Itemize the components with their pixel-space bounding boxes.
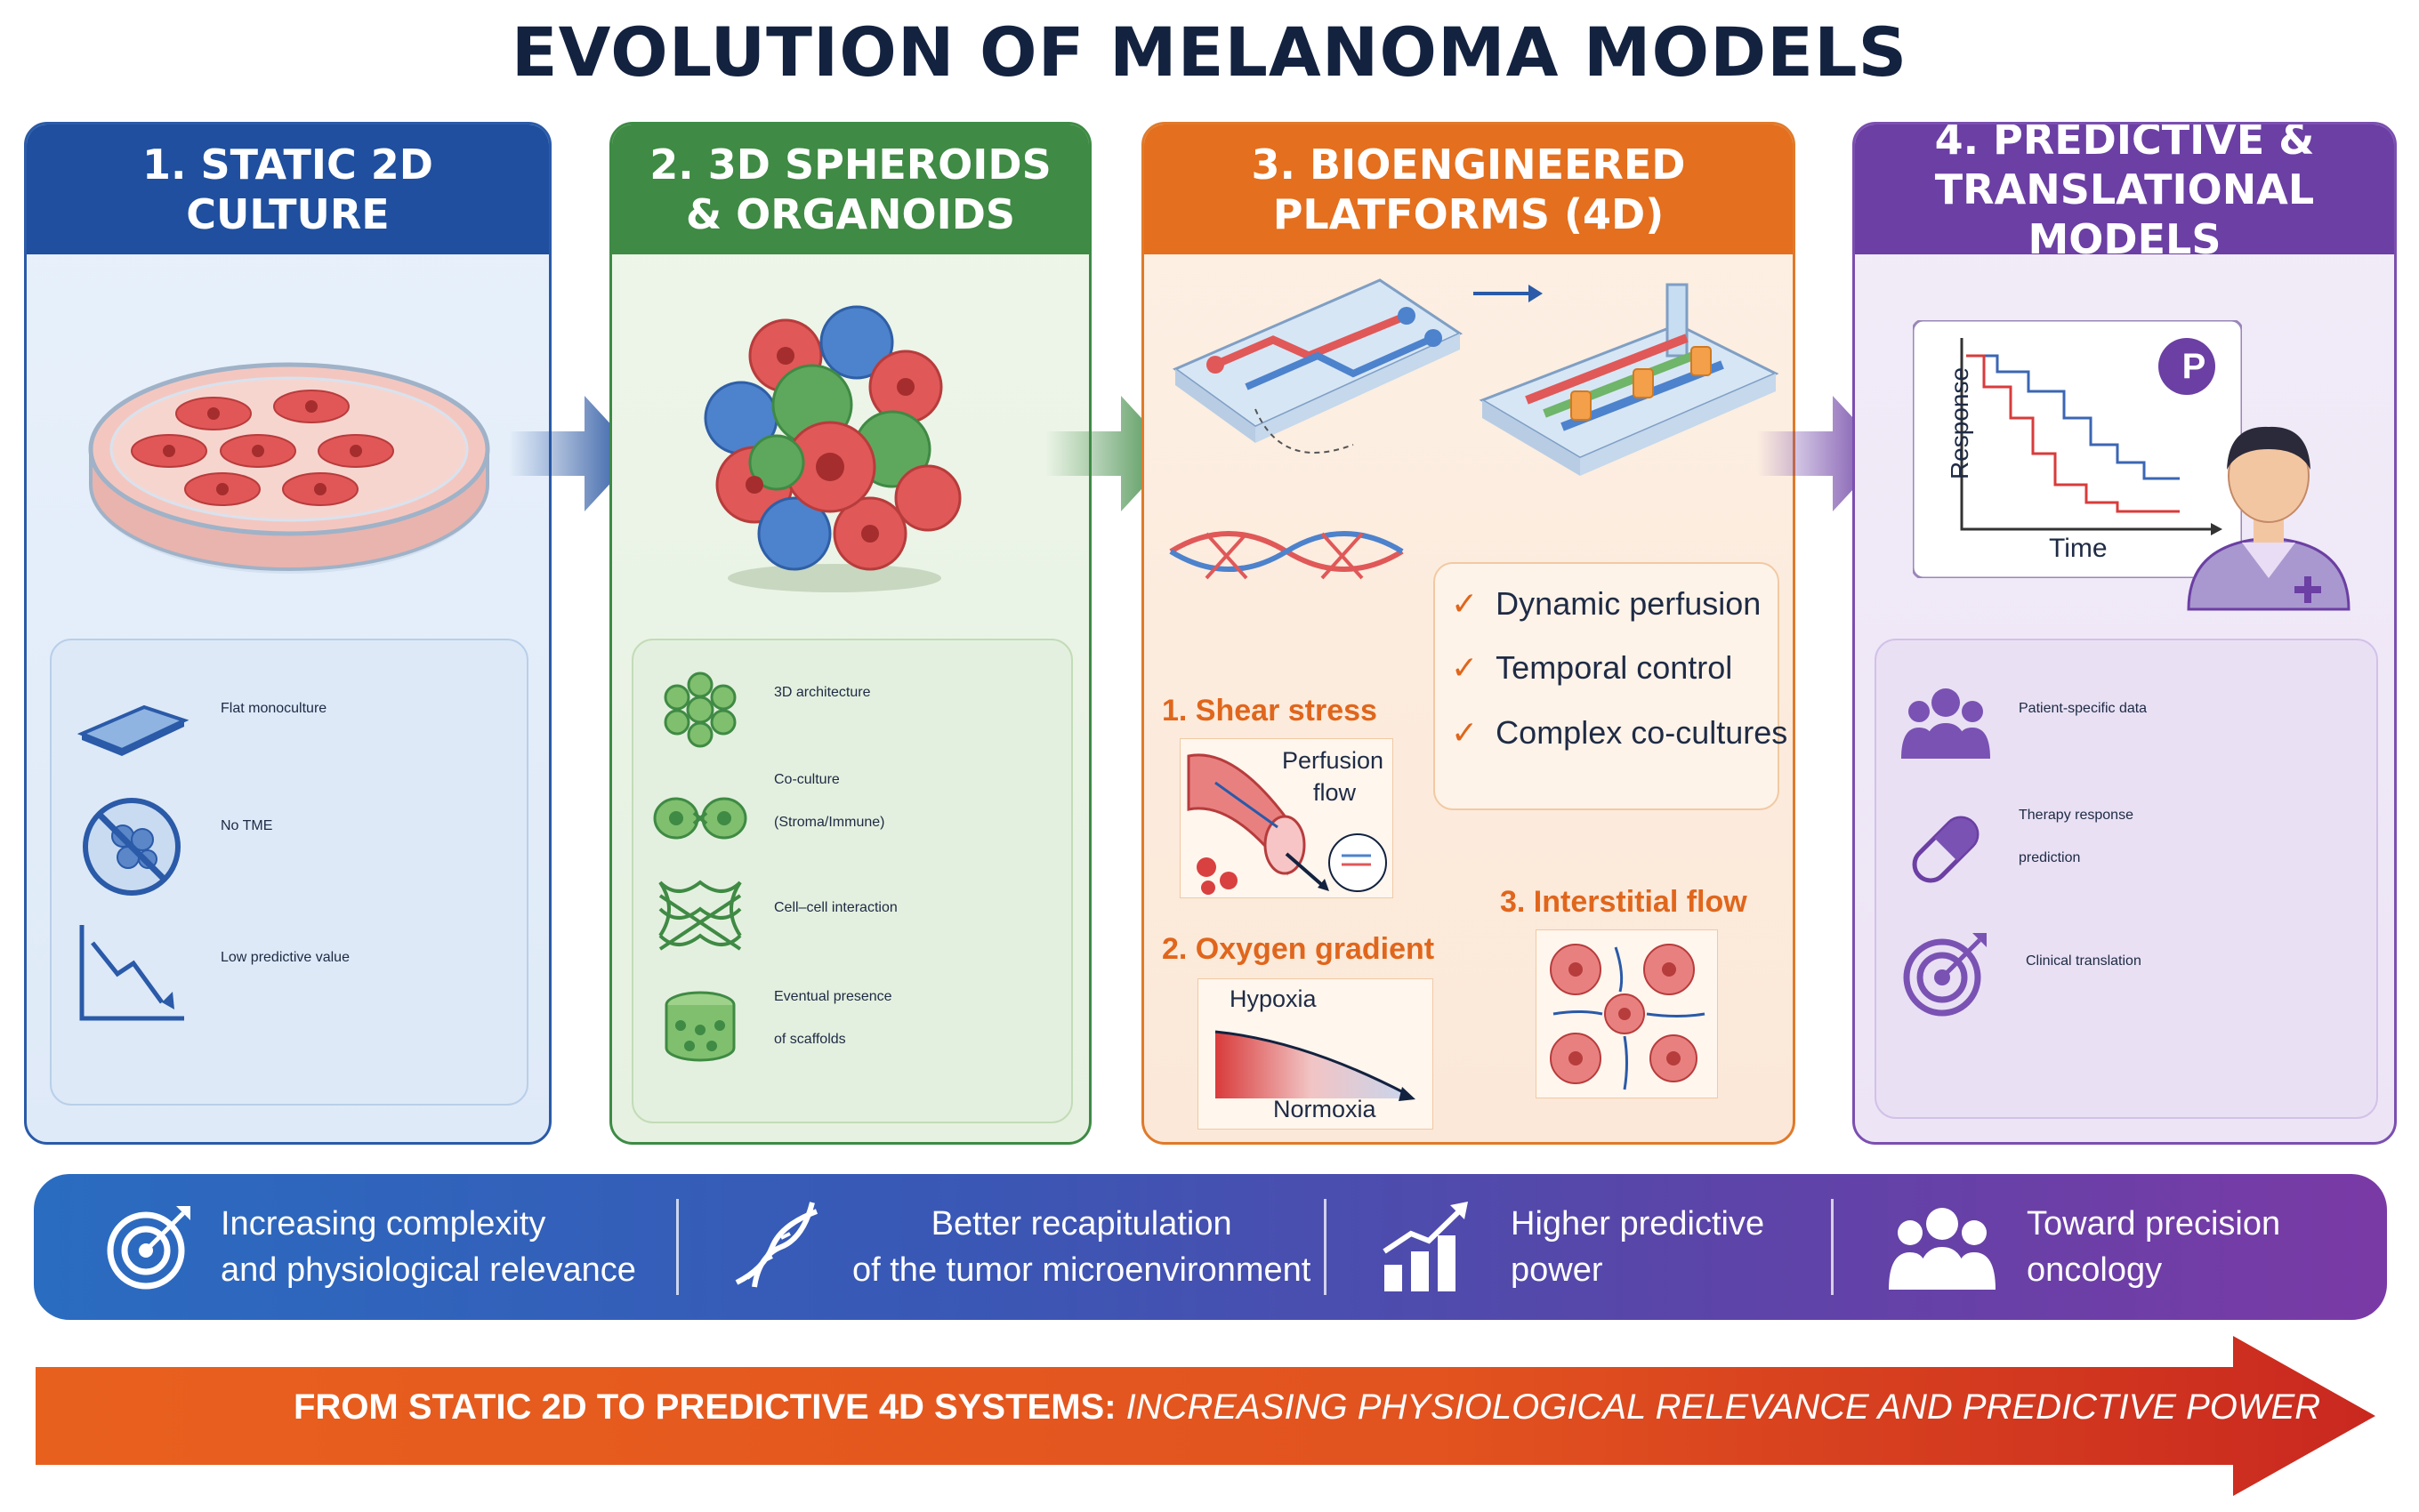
checklist-item: ✓ Dynamic perfusion bbox=[1451, 585, 1761, 623]
checklist-label: Complex co-cultures bbox=[1496, 714, 1788, 751]
band-divider bbox=[676, 1199, 679, 1295]
page-title: EVOLUTION OF MELANOMA MODELS bbox=[511, 12, 1908, 92]
normoxia-label: Normoxia bbox=[1273, 1096, 1376, 1122]
feature-box: Patient-specific data Therapy response p… bbox=[1875, 639, 2378, 1119]
patients-icon bbox=[1901, 688, 1990, 759]
microfluidic-chip-illustration bbox=[1172, 278, 1463, 454]
panel-title-line2: PLATFORMS (4D) bbox=[1272, 190, 1665, 238]
progression-caption: FROM STATIC 2D TO PREDICTIVE 4D SYSTEMS:… bbox=[294, 1387, 2321, 1427]
feature-label: Patient-specific data bbox=[2019, 701, 2148, 716]
feature-label: Co-culture bbox=[774, 772, 840, 787]
feature-label: No TME bbox=[221, 818, 273, 833]
panel-title-line1: 2. 3D SPHEROIDS bbox=[649, 141, 1052, 189]
response-graph bbox=[1913, 320, 2242, 578]
perfusion-label: Perfusion bbox=[1282, 747, 1384, 774]
hypoxia-label: Hypoxia bbox=[1230, 985, 1317, 1012]
panel-header: 2. 3D SPHEROIDS& ORGANOIDS bbox=[612, 125, 1089, 254]
progress-arrow-blue bbox=[509, 396, 638, 511]
checklist-item: ✓ Temporal control bbox=[1451, 649, 1732, 687]
petri-dish-illustration bbox=[88, 362, 490, 574]
mesh-icon bbox=[658, 880, 742, 951]
perfusion-label: flow bbox=[1313, 779, 1357, 806]
feature-label: 3D architecture bbox=[774, 685, 871, 700]
checklist-box bbox=[1433, 562, 1779, 810]
progression-arrow bbox=[36, 1336, 2375, 1496]
feature-box: Flat monoculture No TME Low predictive v… bbox=[50, 639, 528, 1106]
check-icon: ✓ bbox=[1451, 714, 1479, 751]
panel-title-line1: 1. STATIC 2D bbox=[142, 141, 433, 189]
spheroid-illustration bbox=[704, 305, 962, 592]
declining-chart-icon bbox=[79, 925, 184, 1021]
band-divider bbox=[1831, 1199, 1834, 1295]
p-badge: P bbox=[2181, 347, 2206, 386]
organ-chip-illustration bbox=[1479, 283, 1779, 476]
feature-label: Eventual presence bbox=[774, 989, 892, 1004]
panel-title-line1: 3. BIOENGINEERED bbox=[1251, 141, 1686, 189]
shear-stress-illustration bbox=[1180, 738, 1393, 898]
panel-predictive: 4. PREDICTIVE &TRANSLATIONAL MODELS Resp… bbox=[1852, 122, 2397, 1145]
doctor-avatar bbox=[2187, 426, 2350, 611]
panel-title-line2: TRANSLATIONAL MODELS bbox=[1934, 165, 2315, 263]
interstitial-flow-label: 3. Interstitial flow bbox=[1500, 885, 1747, 919]
feature-label: Therapy response bbox=[2019, 808, 2133, 823]
check-icon: ✓ bbox=[1451, 649, 1479, 686]
panel-title-line2: & ORGANOIDS bbox=[685, 190, 1016, 238]
shear-stress-label: 1. Shear stress bbox=[1162, 694, 1377, 728]
feature-label: Clinical translation bbox=[2026, 953, 2141, 969]
forward-arrow-icon bbox=[1473, 285, 1543, 302]
scaffold-icon bbox=[665, 991, 736, 1062]
vascular-network-icon bbox=[1169, 531, 1404, 580]
oxygen-gradient-label: 2. Oxygen gradient bbox=[1162, 932, 1435, 966]
interstitial-flow-illustration bbox=[1536, 929, 1718, 1098]
target-icon bbox=[1903, 933, 1987, 1017]
feature-label: Cell–cell interaction bbox=[774, 900, 898, 915]
panel-title-line2: CULTURE bbox=[186, 190, 390, 238]
feature-label: Flat monoculture bbox=[221, 701, 327, 716]
panel-title-line1: 4. PREDICTIVE & bbox=[1934, 122, 2315, 164]
panel-3d-spheroids: 2. 3D SPHEROIDS& ORGANOIDS 3D architec bbox=[609, 122, 1092, 1145]
flat-slide-icon bbox=[77, 704, 189, 756]
feature-label: (Stroma/Immune) bbox=[774, 815, 885, 830]
feature-box: 3D architecture Co-culture (Stroma/Immun… bbox=[632, 639, 1073, 1123]
growth-chart-icon bbox=[1383, 1202, 1468, 1291]
oxygen-gradient-chart bbox=[1197, 978, 1433, 1130]
feature-label: prediction bbox=[2019, 850, 2081, 865]
checklist-label: Temporal control bbox=[1496, 649, 1733, 686]
time-axis-label: Time bbox=[2049, 534, 2108, 563]
dna-icon bbox=[735, 1202, 818, 1288]
check-icon: ✓ bbox=[1451, 585, 1479, 622]
cell-pair-icon bbox=[653, 797, 747, 840]
no-tme-icon bbox=[83, 798, 181, 896]
panel-header: 4. PREDICTIVE &TRANSLATIONAL MODELS bbox=[1855, 122, 2394, 263]
cell-cluster-icon bbox=[664, 672, 737, 748]
checklist-label: Dynamic perfusion bbox=[1496, 585, 1762, 622]
feature-label: of scaffolds bbox=[774, 1032, 846, 1047]
checklist-item: ✓ Complex co-cultures bbox=[1451, 714, 1787, 752]
band-divider bbox=[1324, 1199, 1326, 1295]
response-axis-label: Response bbox=[1946, 366, 1973, 480]
capsule-icon bbox=[1912, 816, 1980, 883]
feature-label: Low predictive value bbox=[221, 950, 350, 965]
group-icon bbox=[1889, 1208, 1996, 1290]
target-icon bbox=[107, 1206, 190, 1290]
